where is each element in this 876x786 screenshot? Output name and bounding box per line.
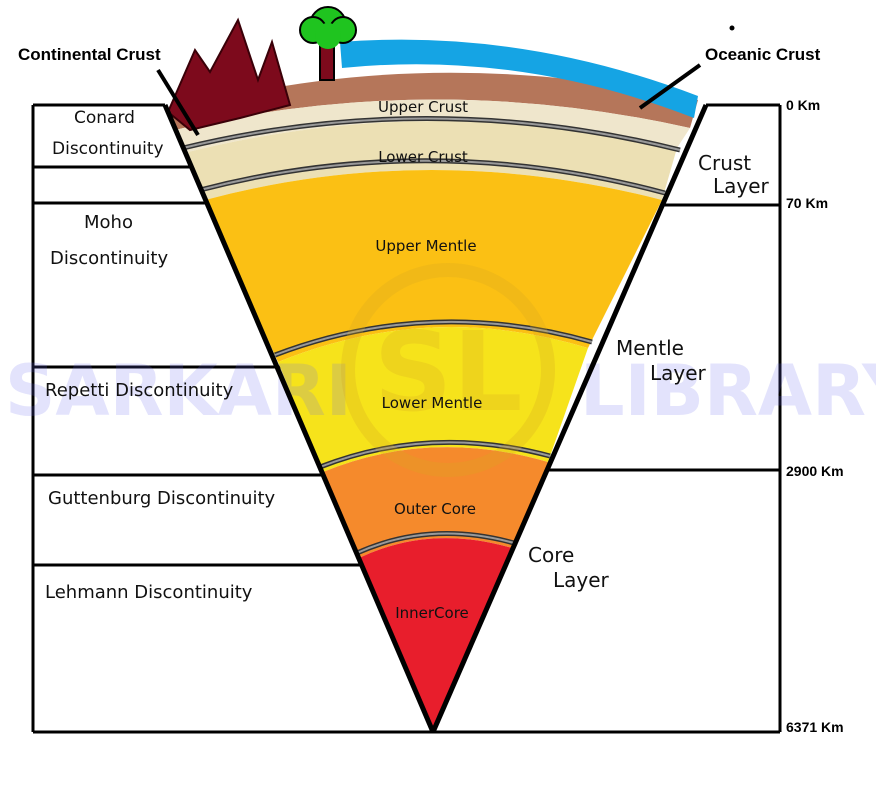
mantle-layer-label-line2: Layer bbox=[650, 361, 707, 385]
continental-crust-label: Continental Crust bbox=[18, 45, 161, 64]
upper-crust-band bbox=[175, 99, 690, 152]
outer-core-band bbox=[323, 447, 548, 558]
upper-mantle-band bbox=[205, 170, 662, 362]
upper-crust-label: Upper Crust bbox=[378, 98, 468, 116]
lower-mantle-band bbox=[278, 327, 588, 472]
boundary-stripes bbox=[182, 116, 681, 556]
outer-core-label: Outer Core bbox=[394, 500, 476, 518]
mountain-range bbox=[166, 17, 292, 132]
lower-mantle-label: Lower Mentle bbox=[382, 394, 483, 412]
lower-crust-label: Lower Crust bbox=[378, 148, 468, 166]
continental-crust-pointer bbox=[156, 68, 200, 137]
mantle-layer-label-line1: Mentle bbox=[616, 336, 684, 360]
cone-outline bbox=[162, 104, 709, 733]
tree-icon bbox=[299, 6, 357, 81]
watermark-logo-ring bbox=[341, 263, 555, 477]
left-label-boxes bbox=[31, 103, 780, 734]
watermark-right-text: LIBRARY bbox=[580, 350, 876, 432]
ocean-water bbox=[340, 39, 698, 118]
inner-core-label: InnerCore bbox=[395, 604, 469, 622]
watermark: SARKARI LIBRARY SL bbox=[5, 263, 876, 477]
depth-70-km: 70 Km bbox=[786, 195, 828, 211]
depth-0-km: 0 Km bbox=[786, 97, 820, 113]
conard-discontinuity-label-line2: Discontinuity bbox=[52, 139, 164, 159]
watermark-left-text: SARKARI bbox=[5, 350, 352, 432]
right-label-boxes bbox=[540, 103, 782, 732]
inner-core-region bbox=[359, 538, 512, 730]
guttenburg-discontinuity-label: Guttenburg Discontinuity bbox=[48, 488, 276, 509]
core-layer-label-line2: Layer bbox=[553, 568, 610, 592]
conard-discontinuity-label-line1: Conard bbox=[74, 108, 135, 128]
upper-mantle-label: Upper Mentle bbox=[375, 237, 476, 255]
moho-discontinuity-label-line2: Discontinuity bbox=[50, 248, 168, 269]
depth-6371-km: 6371 Km bbox=[786, 719, 844, 735]
watermark-logo-text: SL bbox=[373, 308, 522, 436]
lehmann-discontinuity-label: Lehmann Discontinuity bbox=[45, 582, 253, 603]
small-dot bbox=[729, 25, 735, 31]
depth-2900-km: 2900 Km bbox=[786, 463, 844, 479]
oceanic-crust-label: Oceanic Crust bbox=[705, 45, 821, 64]
moho-discontinuity-label-line1: Moho bbox=[84, 212, 133, 233]
crust-layer-label-line2: Layer bbox=[713, 174, 770, 198]
crust-layer-label-line1: Crust bbox=[698, 151, 751, 175]
core-layer-label-line1: Core bbox=[528, 543, 574, 567]
oceanic-crust-pointer bbox=[638, 63, 702, 110]
repetti-discontinuity-label: Repetti Discontinuity bbox=[45, 380, 234, 401]
land-surface bbox=[168, 72, 698, 130]
